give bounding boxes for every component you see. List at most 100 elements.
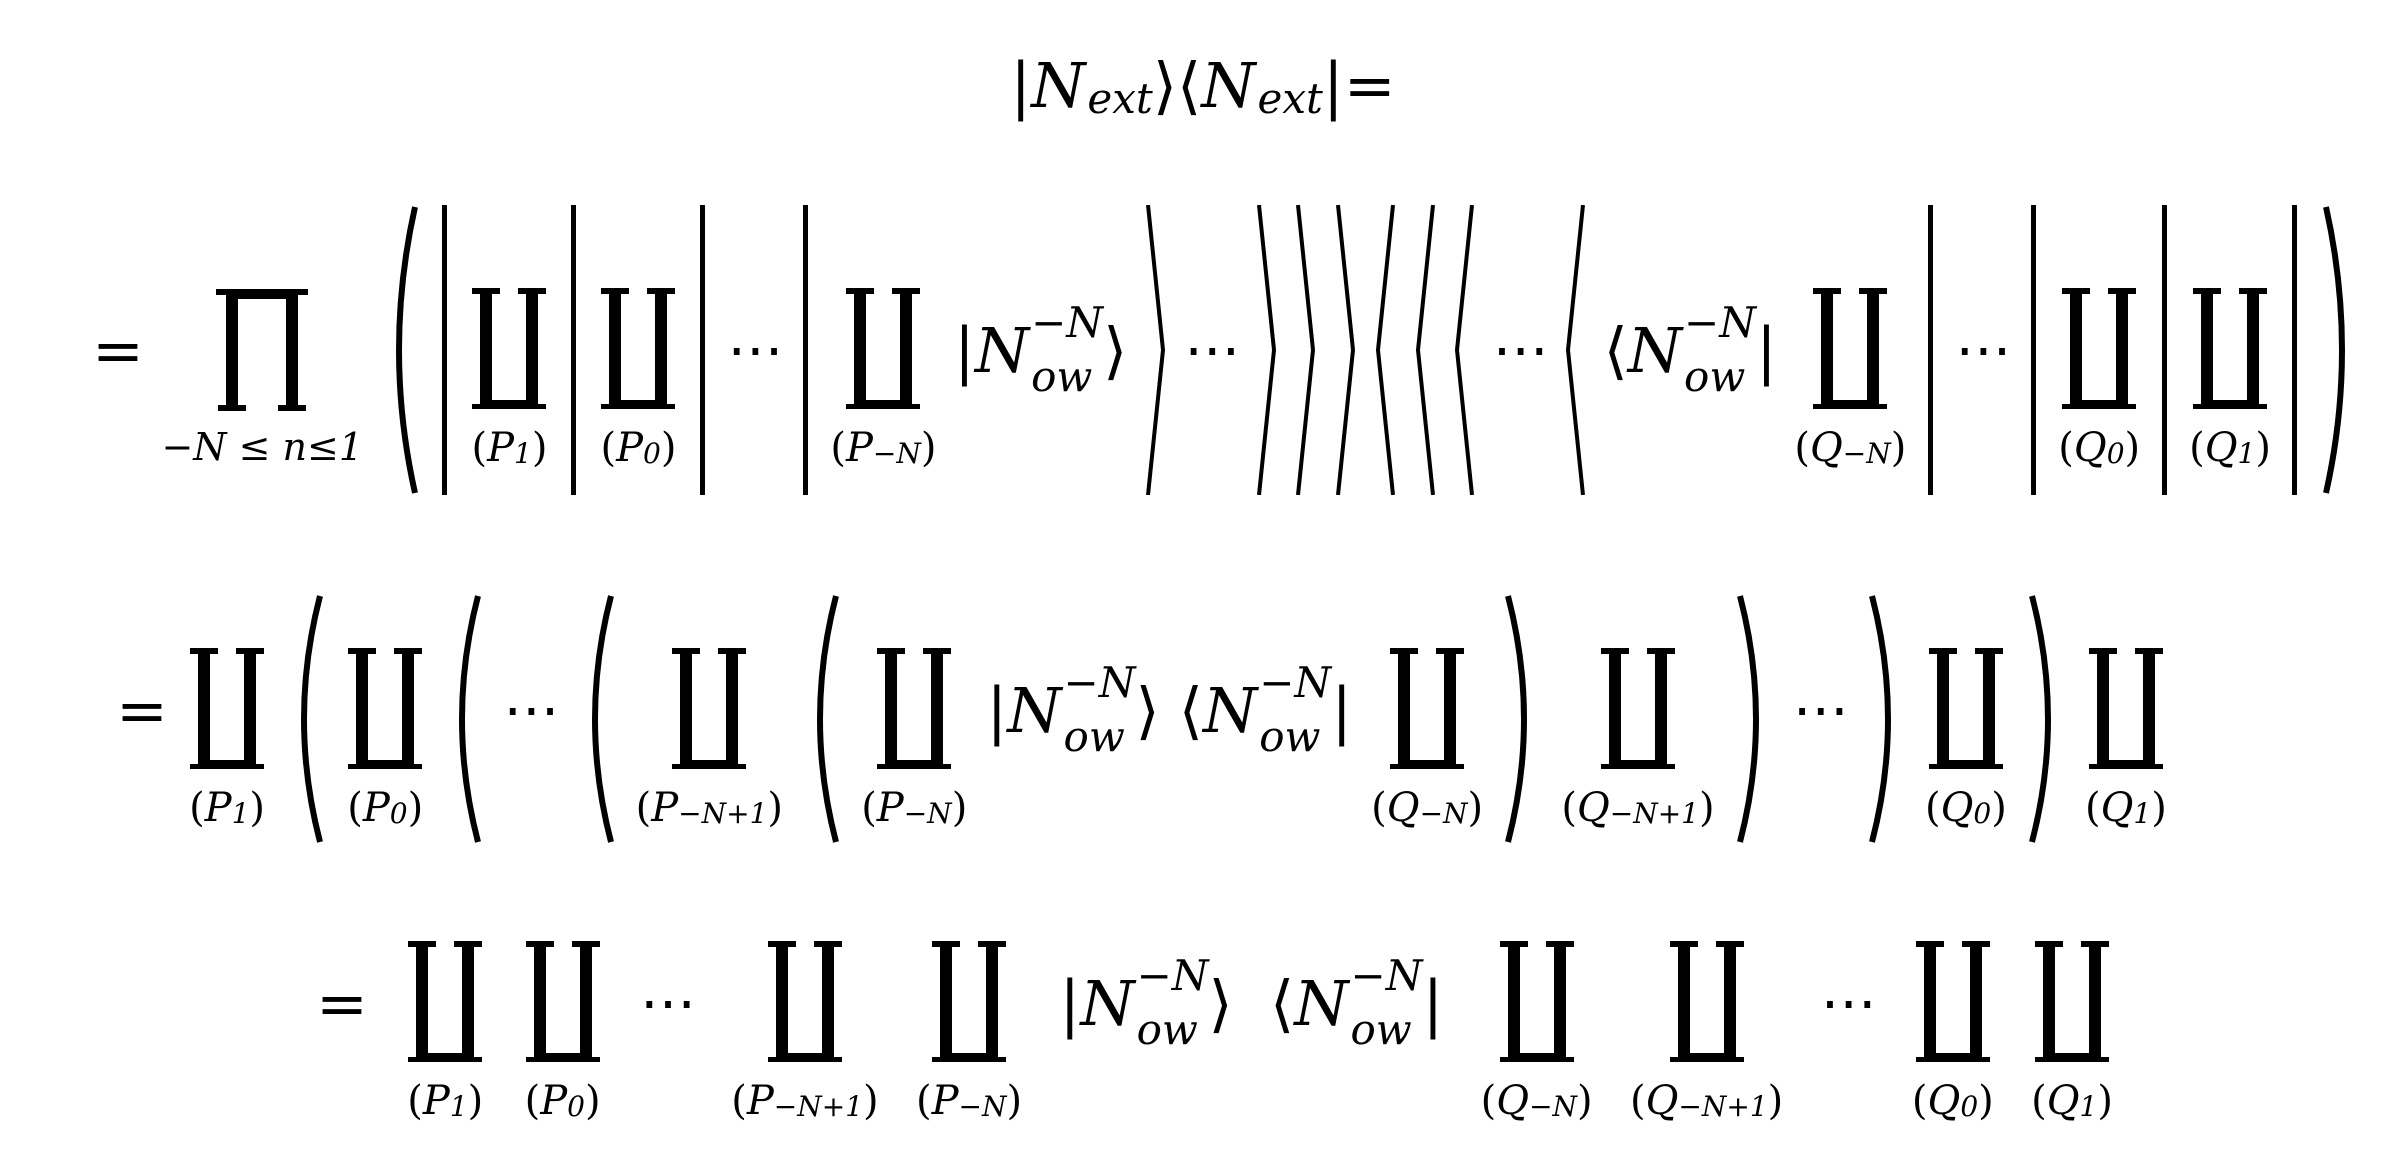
delimiter-right-paren (1868, 595, 1891, 843)
delim-token (567, 205, 581, 495)
delim-token (2158, 205, 2172, 495)
ket-scripts: ext (1257, 64, 1322, 120)
coproduct-symbol (2062, 287, 2137, 409)
ellipsis: ⋯ (1955, 317, 2011, 383)
paren-close: ) (2151, 785, 2167, 831)
paren-open: ( (2031, 1078, 2047, 1124)
coproduct (874, 635, 954, 785)
delimiter-bar (2161, 205, 2167, 495)
ket-close: | (1422, 966, 1444, 1040)
subscript-base: Q (2046, 1078, 2080, 1124)
ket-base: N (1627, 313, 1683, 387)
coprod-token: (Q−N+1) (1630, 928, 1783, 1148)
delim-token (802, 594, 842, 844)
subscript-base: Q (1496, 1078, 1530, 1124)
dots-token: ⋯ (503, 635, 559, 855)
coproduct-symbol (1928, 647, 2003, 769)
subscript-index: −N (1529, 1090, 1578, 1123)
coprod-token: (P−N+1) (636, 635, 783, 855)
coprod-token: (P−N) (830, 275, 936, 495)
subscript-index: −N+1 (678, 797, 768, 830)
paren-close: ) (1467, 785, 1484, 831)
coproduct-symbol (472, 287, 547, 409)
product-symbol (216, 289, 309, 411)
ket-base: N (1080, 966, 1135, 1040)
subscript-base: Q (1927, 1078, 1961, 1124)
dots-token: ⋯ (1792, 635, 1849, 855)
delim-token (1256, 205, 1278, 495)
subscript-base: P (487, 425, 515, 471)
text-token: = (1344, 40, 1396, 130)
coproduct (469, 275, 549, 425)
subscript: ext (1257, 74, 1323, 123)
delimiter-left-angle (1376, 205, 1396, 495)
ellipsis: ⋯ (1792, 677, 1849, 743)
subscript-index: −N (958, 1090, 1007, 1123)
coproduct-subscript: (P−N+1) (636, 785, 783, 855)
coprod-token: (Q−N) (1481, 928, 1593, 1148)
coproduct (2059, 275, 2139, 425)
subscript-base: P (746, 1078, 774, 1124)
ellipsis: ⋯ (503, 677, 559, 743)
paren-close: ) (767, 785, 783, 831)
dots-token: ⋯ (1184, 275, 1240, 495)
paren-close: ) (2255, 425, 2271, 471)
coproduct (2086, 635, 2166, 785)
delim-token (286, 594, 326, 844)
ket-close: | (1322, 48, 1344, 122)
coproduct-subscript: (Q−N) (1371, 785, 1483, 855)
delim-token (444, 594, 484, 844)
coproduct (2032, 928, 2112, 1078)
dots-token: ⋯ (1955, 275, 2011, 495)
equals-sign: = (1343, 48, 1396, 122)
superscript: −N (1063, 658, 1136, 707)
coproduct-symbol (525, 940, 600, 1062)
subscript-index: 0 (642, 437, 661, 470)
subscript-base: P (651, 785, 679, 831)
equals-sign: = (316, 966, 368, 1040)
ket-close: ⟩ (1208, 966, 1233, 1040)
subscript: ext (1087, 74, 1153, 123)
paren-open: ( (1794, 425, 1810, 471)
paren-close: ) (2097, 1078, 2113, 1124)
coproduct-subscript: (P−N+1) (731, 1078, 878, 1148)
subscript-index: 1 (231, 797, 250, 830)
coproduct (523, 928, 603, 1078)
coproduct (765, 928, 845, 1078)
delim-token (2027, 205, 2041, 495)
coproduct (843, 275, 923, 425)
subscript-index: −N (1419, 797, 1468, 830)
coproduct-symbol (877, 647, 952, 769)
paren-open: ( (600, 425, 617, 471)
delimiter-left-angle (1415, 205, 1435, 495)
coproduct-symbol (601, 287, 676, 409)
delim-token (1564, 205, 1586, 495)
delimiter-bar (699, 205, 705, 495)
coproduct (1497, 928, 1577, 1078)
coproduct-symbol (1390, 647, 1465, 769)
equals-sign: = (92, 313, 144, 387)
subscript-base: P (931, 1078, 959, 1124)
delim-token (1414, 205, 1436, 495)
paren-open: ( (347, 785, 363, 831)
delim-token (577, 594, 617, 844)
delimiter-left-paren (591, 595, 614, 843)
paren-close: ) (1890, 425, 1907, 471)
